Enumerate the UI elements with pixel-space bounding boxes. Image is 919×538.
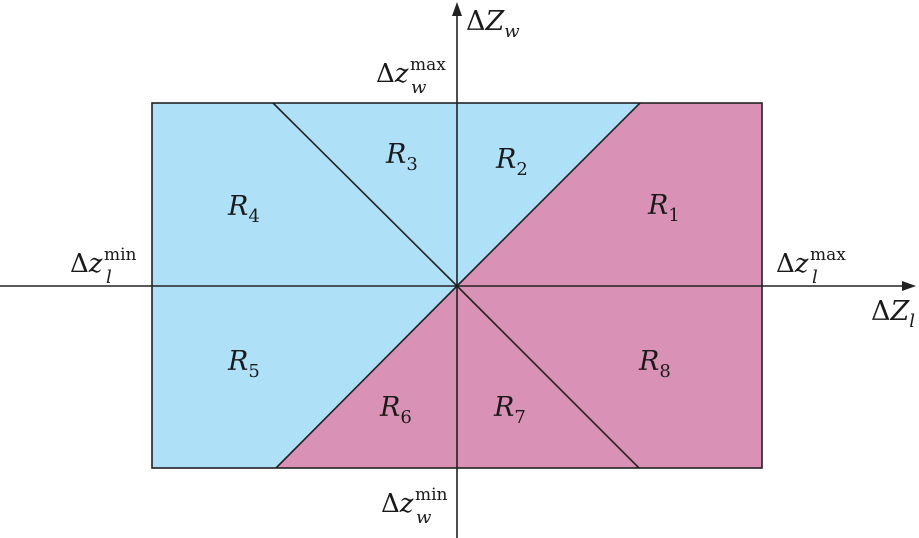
bound-label-w-max: Δz max w [376,55,446,98]
region-label-r6: R6 [379,392,412,428]
region-label-r3: R3 [385,139,418,175]
svg-text:l: l [106,267,112,288]
svg-text:min: min [104,245,137,265]
region-label-r5: R5 [227,346,260,382]
horizontal-axis-arrowhead [902,281,916,291]
region-label-r4: R4 [227,191,260,227]
vertical-axis-arrowhead [452,2,462,16]
bound-label-w-min: Δz min w [381,485,448,528]
svg-text:Δz: Δz [70,249,103,279]
svg-text:max: max [810,245,846,265]
vertical-axis-label: ΔZw [466,6,520,42]
svg-text:w: w [416,507,432,528]
svg-text:max: max [410,55,446,75]
region-label-r2: R2 [495,144,528,180]
svg-text:min: min [415,485,448,505]
diagonal-line-lower-left [275,285,458,469]
diagonal-line-upper-left [272,102,458,287]
bound-label-l-max: Δz max l [776,245,846,288]
region-label-r1: R1 [647,190,680,226]
svg-text:l: l [812,267,818,288]
bound-label-l-min: Δz min l [70,245,137,288]
diagonal-line-lower-right [456,285,640,469]
svg-text:w: w [411,77,427,98]
horizontal-axis-label: ΔZl [871,296,915,332]
region-label-r7: R7 [493,392,526,428]
svg-text:Δz: Δz [376,59,409,89]
region-label-r8: R8 [638,346,671,382]
diagonal-line-upper-right [456,102,641,287]
svg-text:Δz: Δz [776,249,809,279]
svg-text:Δz: Δz [381,489,414,519]
